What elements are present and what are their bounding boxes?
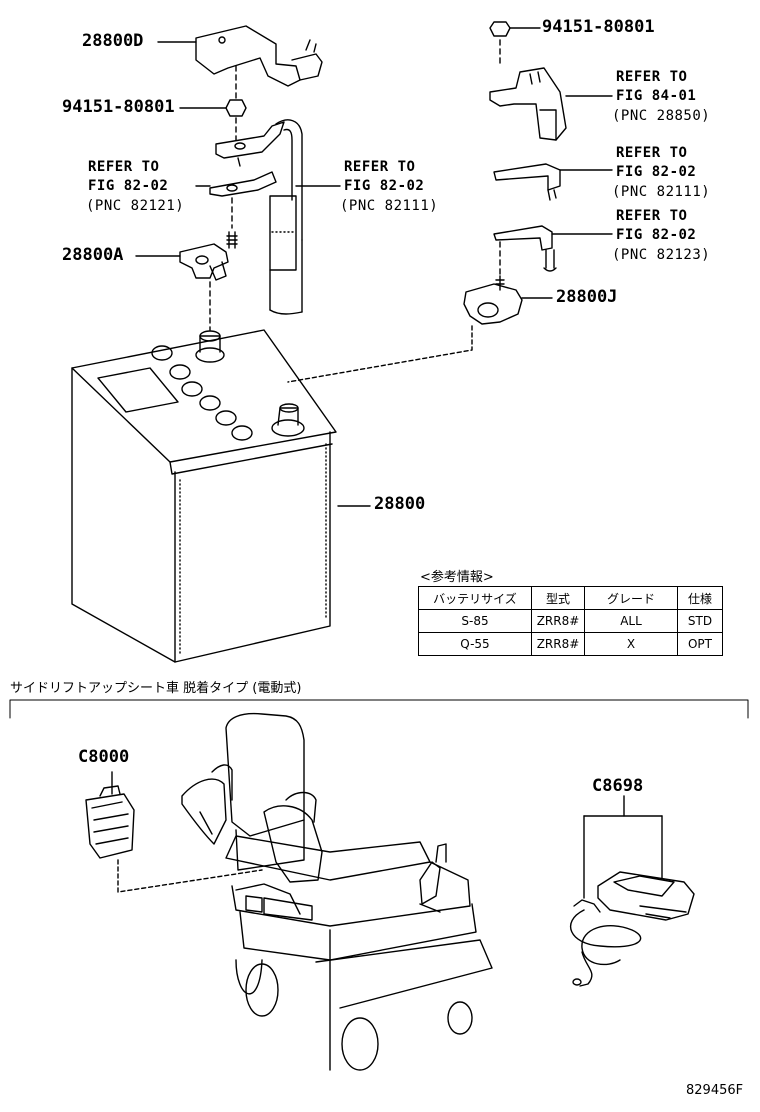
label-28800D: 28800D — [82, 31, 144, 51]
refer-fig: FIG 82-02 — [616, 227, 697, 243]
refer-fig: FIG 82-02 — [344, 178, 425, 194]
table-row: Q-55 ZRR8# X OPT — [418, 632, 723, 656]
refer-line: REFER TO — [616, 208, 688, 224]
clamp-28800J — [463, 283, 523, 325]
lift-up-seat — [181, 712, 493, 1071]
refer-line: REFER TO — [616, 69, 688, 85]
label-94151-80801-left: 94151-80801 — [62, 97, 175, 117]
label-C8698: C8698 — [592, 776, 644, 796]
header-cell: 型式 — [531, 586, 585, 610]
header-cell: バッテリサイズ — [418, 586, 532, 610]
table-cell: ZRR8# — [531, 609, 585, 633]
table-cell: X — [584, 632, 678, 656]
refer-pnc: (PNC 82121) — [86, 198, 185, 214]
controller-C8698 — [597, 871, 695, 921]
label-28800J: 28800J — [556, 287, 618, 307]
header-cell: 仕様 — [677, 586, 723, 610]
clamp-28800A — [179, 243, 229, 281]
table-cell: S-85 — [418, 609, 532, 633]
refer-fig: FIG 82-02 — [88, 178, 169, 194]
table-cell: STD — [677, 609, 723, 633]
fuse-block — [489, 67, 567, 141]
table-header-row: バッテリサイズ 型式 グレード 仕様 — [418, 586, 723, 610]
refer-pnc: (PNC 82111) — [340, 198, 439, 214]
refer-pnc: (PNC 28850) — [612, 108, 711, 124]
refer-line: REFER TO — [344, 159, 416, 175]
cover-28800D — [195, 25, 323, 87]
battery-info-table: バッテリサイズ 型式 グレード 仕様 S-85 ZRR8# ALL STD Q-… — [418, 586, 723, 656]
refer-fig: FIG 84-01 — [616, 88, 697, 104]
table-cell: ALL — [584, 609, 678, 633]
label-94151-80801-right: 94151-80801 — [542, 17, 655, 37]
nut-94151-left — [225, 99, 247, 117]
header-cell: グレード — [584, 586, 678, 610]
table-cell: ZRR8# — [531, 632, 585, 656]
label-C8000: C8000 — [78, 747, 130, 767]
section-title: サイドリフトアップシート車 脱着タイプ (電動式) — [10, 681, 302, 696]
refer-pnc: (PNC 82111) — [612, 184, 711, 200]
module-C8000 — [85, 785, 135, 859]
refer-line: REFER TO — [88, 159, 160, 175]
refer-fig: FIG 82-02 — [616, 164, 697, 180]
figure-id: 829456F — [686, 1083, 744, 1098]
info-title: <参考情報> — [420, 570, 494, 585]
nut-94151-right — [489, 21, 511, 37]
label-28800: 28800 — [374, 494, 426, 514]
table-row: S-85 ZRR8# ALL STD — [418, 609, 723, 633]
label-28800A: 28800A — [62, 245, 124, 265]
refer-line: REFER TO — [616, 145, 688, 161]
table-cell: OPT — [677, 632, 723, 656]
refer-pnc: (PNC 82123) — [612, 247, 711, 263]
table-cell: Q-55 — [418, 632, 532, 656]
battery-28800 — [71, 329, 337, 663]
